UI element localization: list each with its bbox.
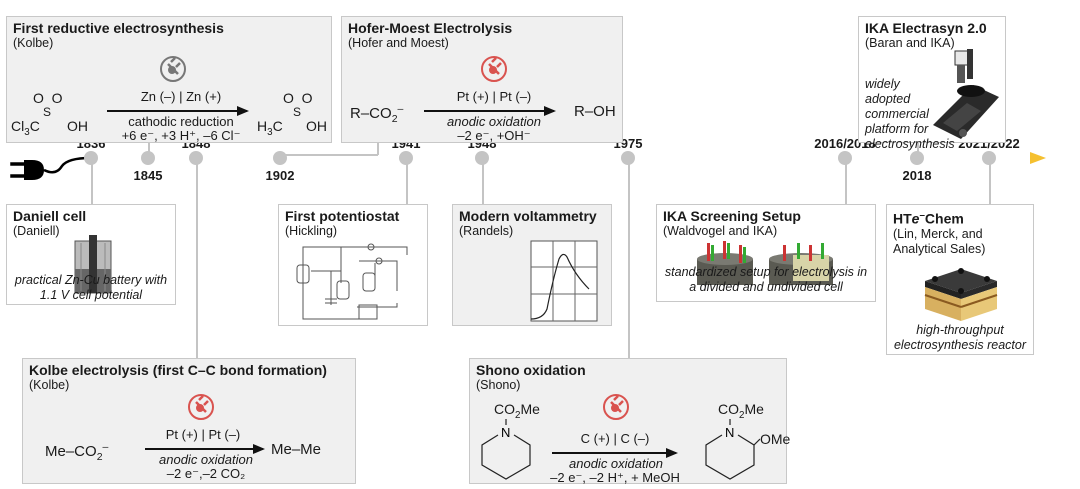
reactant-piperidine-structure: N	[481, 419, 531, 480]
card-title: HTe–Chem	[893, 210, 964, 227]
potentiostat-circuit-image	[296, 243, 408, 320]
product: R–OH	[574, 103, 616, 120]
card-hofer-moest-electrolysis: Hofer-Moest Electrolysis (Hofer and Moes…	[341, 16, 623, 143]
reaction-electrodes: Pt (+) | Pt (–)	[456, 89, 532, 104]
connector	[280, 154, 378, 156]
reactant-structure: O O S Cl3C OH	[11, 90, 89, 138]
card-title: Hofer-Moest Electrolysis	[348, 20, 513, 36]
product-substituent: CO2Me	[718, 401, 764, 421]
card-title: Shono oxidation	[476, 362, 586, 378]
product-methoxy: OMe	[760, 431, 791, 447]
reaction-mode: cathodic reduction	[128, 114, 234, 129]
connector	[196, 158, 198, 358]
connector	[989, 158, 991, 204]
reaction-mode: anodic oxidation	[159, 452, 253, 467]
card-title: Daniell cell	[13, 208, 87, 224]
year-label: 1845	[133, 168, 163, 183]
card-title: Kolbe electrolysis (first C–C bond forma…	[29, 362, 327, 378]
reaction-stoichiometry: –2 e⁻, –2 H⁺, + MeOH	[550, 470, 680, 485]
product-piperidine-structure: N	[705, 419, 760, 480]
timeline-arrowhead	[1030, 152, 1046, 164]
title-e: e	[911, 210, 920, 227]
card-title: First potentiostat	[285, 208, 400, 224]
reactant-substituent: CO2Me	[494, 401, 540, 421]
daniell-cell-image	[74, 235, 112, 294]
electricity-plug-icon	[481, 56, 507, 82]
electricity-plug-icon	[160, 56, 186, 82]
connector	[917, 142, 919, 158]
connector	[148, 142, 150, 158]
reaction-arrow	[145, 444, 265, 454]
card-author: (Waldvogel and IKA)	[663, 224, 778, 238]
screening-setup-image	[697, 241, 833, 285]
title-suffix: Chem	[924, 210, 964, 227]
reaction-mode: anodic oxidation	[569, 456, 663, 471]
connector	[280, 154, 282, 158]
voltammogram-image	[530, 240, 598, 322]
reaction-electrodes: Zn (–) | Zn (+)	[140, 89, 222, 104]
reactant: R–CO2–	[350, 103, 404, 125]
card-ika-screening-setup: IKA Screening Setup (Waldvogel and IKA) …	[656, 204, 876, 302]
product: Me–Me	[271, 441, 322, 458]
card-first-potentiostat: First potentiostat (Hickling)	[278, 204, 428, 326]
reactant: Me–CO2–	[45, 441, 109, 463]
card-author: (Shono)	[476, 378, 521, 392]
reaction-stoichiometry: +6 e⁻, +3 H⁺, –6 Cl⁻	[121, 128, 241, 143]
product-structure: O O S H3C OH	[257, 90, 328, 138]
reaction-electrodes: Pt (+) | Pt (–)	[165, 427, 241, 442]
card-note: standardized setup for electrolysis in a…	[664, 265, 868, 294]
connector	[628, 158, 630, 358]
card-modern-voltammetry: Modern voltammetry (Randels)	[452, 204, 612, 326]
connector	[845, 158, 847, 204]
reaction-mode: anodic oxidation	[447, 114, 541, 129]
reaction-stoichiometry: –2 e⁻, +OH⁻	[457, 128, 531, 143]
timeline-axis	[10, 152, 1046, 180]
card-author: (Hickling)	[285, 224, 338, 238]
electrasyn-device-image	[933, 49, 999, 139]
card-daniell-cell: Daniell cell (Daniell) practical Zn-Cu b…	[6, 204, 176, 305]
connector	[406, 158, 408, 204]
connector	[482, 158, 484, 204]
electricity-plug-icon	[188, 394, 214, 420]
card-ika-electrasyn: IKA Electrasyn 2.0 (Baran and IKA) widel…	[858, 16, 1006, 151]
timeline-dot-1845	[141, 151, 155, 165]
reaction-arrow	[107, 106, 249, 116]
card-author: (Hofer and Moest)	[348, 36, 449, 50]
svg-text:N: N	[725, 425, 734, 440]
reaction-stoichiometry: –2 e⁻,–2 CO₂	[166, 466, 246, 481]
card-title: IKA Screening Setup	[663, 208, 801, 224]
card-note: high-throughput electrosynthesis reactor	[893, 323, 1026, 352]
hte-reactor-image	[924, 268, 998, 321]
year-label: 2018	[902, 168, 932, 183]
card-author-line1: (Lin, Merck, and	[893, 226, 983, 241]
reaction-electrodes: C (+) | C (–)	[580, 431, 650, 446]
reaction-arrow	[552, 448, 678, 458]
card-shono-oxidation: Shono oxidation (Shono) CO2Me N C (+) | …	[469, 358, 791, 485]
card-author: (Randels)	[459, 224, 514, 238]
plug-icon	[10, 156, 91, 180]
card-note: widely adopted commercial platform for e…	[865, 77, 955, 151]
card-author: (Daniell)	[13, 224, 60, 238]
card-author: (Kolbe)	[13, 36, 54, 50]
svg-text:N: N	[501, 425, 510, 440]
year-label: 1902	[265, 168, 295, 183]
card-author: (Kolbe)	[29, 378, 70, 392]
connector	[377, 142, 379, 155]
card-kolbe-electrolysis: Kolbe electrolysis (first C–C bond forma…	[22, 358, 356, 484]
card-note: practical Zn-Cu battery with 1.1 V cell …	[14, 273, 168, 302]
reaction-arrow	[424, 106, 556, 116]
card-author: (Baran and IKA)	[865, 36, 955, 50]
card-title: IKA Electrasyn 2.0	[865, 20, 987, 36]
card-first-reductive-electrosynthesis: First reductive electrosynthesis (Kolbe)…	[6, 16, 332, 143]
connector	[91, 158, 93, 204]
card-hte-chem: HTe–Chem (Lin, Merck, and Analytical Sal…	[886, 204, 1034, 355]
timeline-dot-2018	[910, 151, 924, 165]
card-title: Modern voltammetry	[459, 208, 597, 224]
card-title: First reductive electrosynthesis	[13, 20, 224, 36]
card-author-line2: Analytical Sales)	[893, 241, 986, 256]
title-prefix: HT	[893, 210, 912, 227]
electricity-plug-icon	[603, 394, 629, 420]
